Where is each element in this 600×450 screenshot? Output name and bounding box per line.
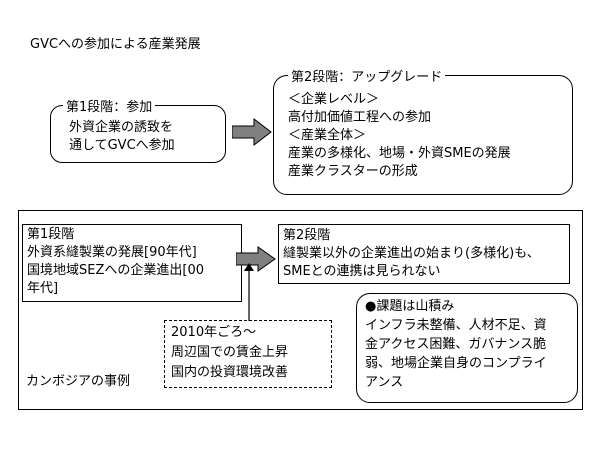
top-stage1-text: 外資企業の誘致を 通してGVCへ参加 (69, 119, 175, 155)
top-stage1-label: 第1段階：参加 (63, 96, 156, 115)
bottom-stage2-line: 第2段階 (283, 228, 331, 243)
circa-2010-text: 2010年ごろ～ 周辺国での賃金上昇 国内の投資環境改善 (171, 323, 288, 383)
issues-line: 金アクセス困難、ガバナンス脆 (365, 337, 547, 352)
top-stage1-line: 通してGVCへ参加 (69, 138, 175, 153)
bottom-stage2-box: 第2段階 縫製業以外の企業進出の始まり(多様化)も、 SMEとの連携は見られない (278, 224, 570, 284)
top-stage1-box: 第1段階：参加 外資企業の誘致を 通してGVCへ参加 (50, 96, 226, 163)
up-arrow-icon (244, 263, 254, 321)
issues-line: アンス (365, 375, 404, 390)
bottom-stage1-line: 年代] (27, 281, 59, 296)
case-caption: カンボジアの事例 (26, 374, 131, 389)
cambodia-case-frame (18, 210, 583, 410)
diagram-title: GVCへの参加による産業発展 (30, 37, 201, 52)
top-stage2-line: ＜産業全体＞ (288, 128, 367, 143)
bottom-stage2-line: SMEとの連携は見られない (283, 264, 441, 279)
top-stage1-line: 外資企業の誘致を (69, 120, 174, 135)
issues-line: 弱、地場企業自身のコンプライ (365, 356, 547, 371)
top-stage2-label: 第2段階：アップグレード (288, 66, 446, 85)
bottom-stage1-line: 外資系縫製業の発展[90年代] (27, 245, 197, 260)
bottom-stage2-text: 第2段階 縫製業以外の企業進出の始まり(多様化)も、 SMEとの連携は見られない (283, 227, 540, 281)
bottom-stage1-line: 第1段階 (27, 227, 75, 242)
bottom-stage1-text: 第1段階 外資系縫製業の発展[90年代] 国境地域SEZへの企業進出[00 年代… (27, 226, 204, 298)
issues-heading: ●課題は山積み (365, 299, 455, 314)
issues-line: インフラ未整備、人材不足、資 (365, 318, 547, 333)
top-stage2-line: ＜企業レベル＞ (288, 92, 380, 107)
top-stage2-line: 産業クラスターの形成 (288, 164, 418, 179)
circa-2010-line: 2010年ごろ～ (171, 325, 257, 340)
top-stage2-box: 第2段階：アップグレード ＜企業レベル＞ 高付加価値工程への参加 ＜産業全体＞ … (273, 66, 573, 195)
bottom-stage1-line: 国境地域SEZへの企業進出[00 (27, 263, 204, 278)
bottom-stage2-line: 縫製業以外の企業進出の始まり(多様化)も、 (283, 246, 540, 261)
top-stage2-text: ＜企業レベル＞ 高付加価値工程への参加 ＜産業全体＞ 産業の多様化、地場・外資S… (288, 91, 511, 181)
top-stage2-line: 産業の多様化、地場・外資SMEの発展 (288, 146, 511, 161)
circa-2010-box: 2010年ごろ～ 周辺国での賃金上昇 国内の投資環境改善 (164, 320, 332, 388)
top-arrow-icon (232, 118, 272, 146)
top-stage2-line: 高付加価値工程への参加 (288, 110, 432, 125)
issues-box: ●課題は山積み インフラ未整備、人材不足、資 金アクセス困難、ガバナンス脆 弱、… (356, 293, 578, 403)
issues-text: ●課題は山積み インフラ未整備、人材不足、資 金アクセス困難、ガバナンス脆 弱、… (365, 297, 547, 392)
bottom-stage1-box: 第1段階 外資系縫製業の発展[90年代] 国境地域SEZへの企業進出[00 年代… (22, 224, 242, 302)
circa-2010-line: 国内の投資環境改善 (171, 365, 289, 380)
bottom-arrow-icon (236, 246, 276, 272)
circa-2010-line: 周辺国での賃金上昇 (171, 345, 289, 360)
